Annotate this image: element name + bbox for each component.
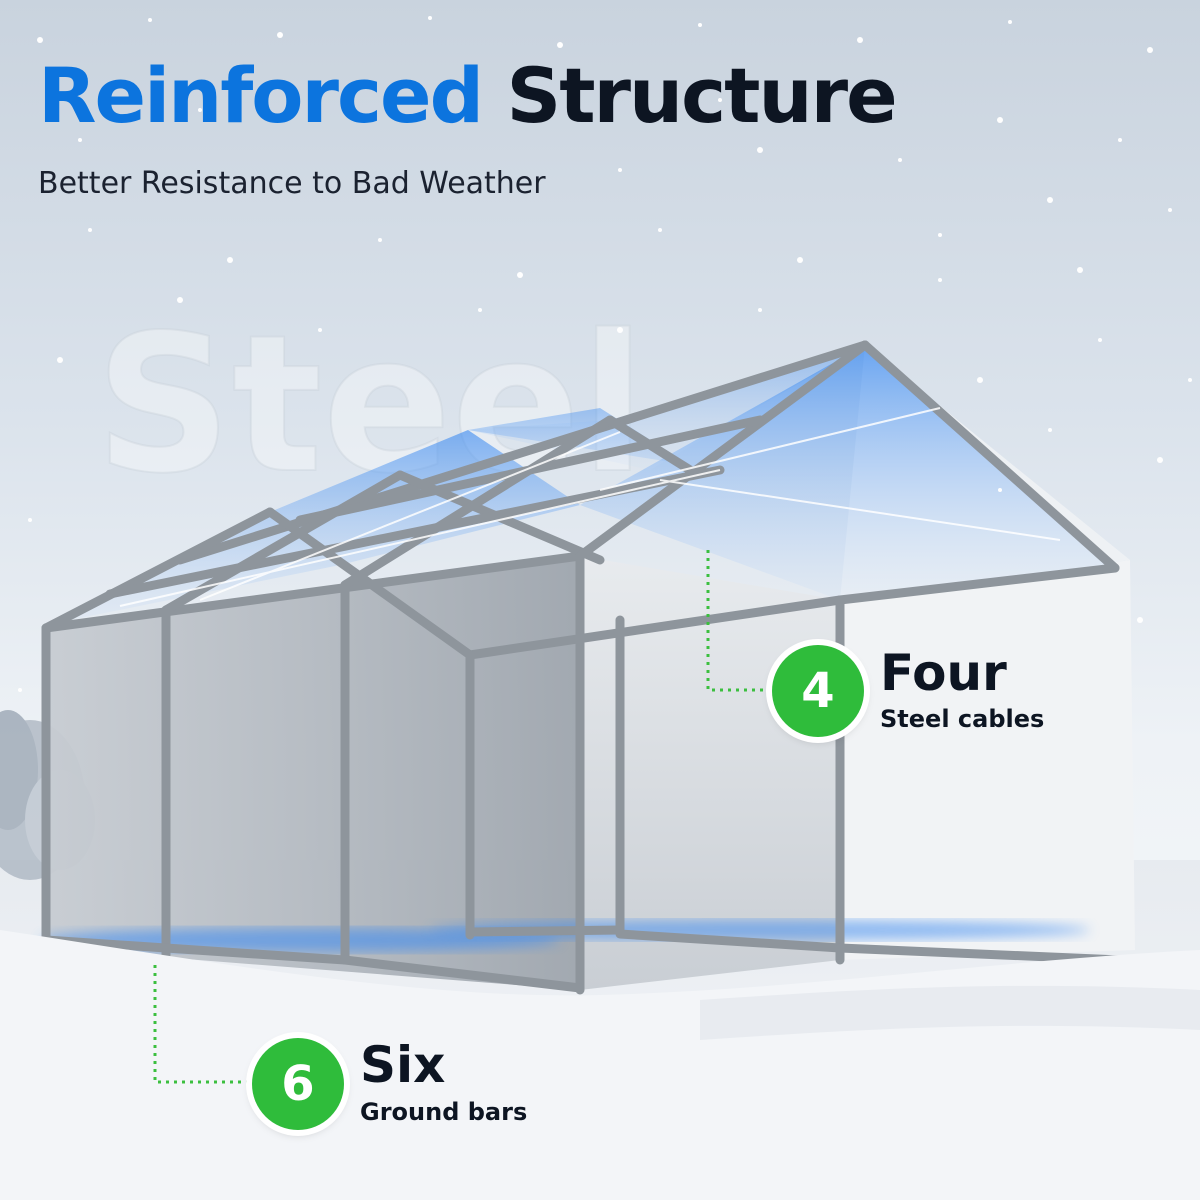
- number-badge-ground-bars: 6: [252, 1038, 344, 1130]
- callout-title-cables: Four: [880, 644, 1007, 702]
- headline-structure: Structure: [506, 51, 897, 140]
- steel-cables: [119, 407, 1061, 607]
- subtitle: Better Resistance to Bad Weather: [38, 166, 546, 201]
- snowflake-icon: [18, 16, 1192, 692]
- number-badge-cables: 4: [772, 645, 864, 737]
- callout-title-ground-bars: Six: [360, 1036, 446, 1094]
- headline-reinforced: Reinforced: [38, 51, 484, 140]
- steel-frame: [41, 340, 1125, 995]
- headline: Reinforced Structure: [38, 58, 898, 134]
- callout-subtitle-ground-bars: Ground bars: [360, 1098, 528, 1126]
- callout-subtitle-cables: Steel cables: [880, 705, 1045, 733]
